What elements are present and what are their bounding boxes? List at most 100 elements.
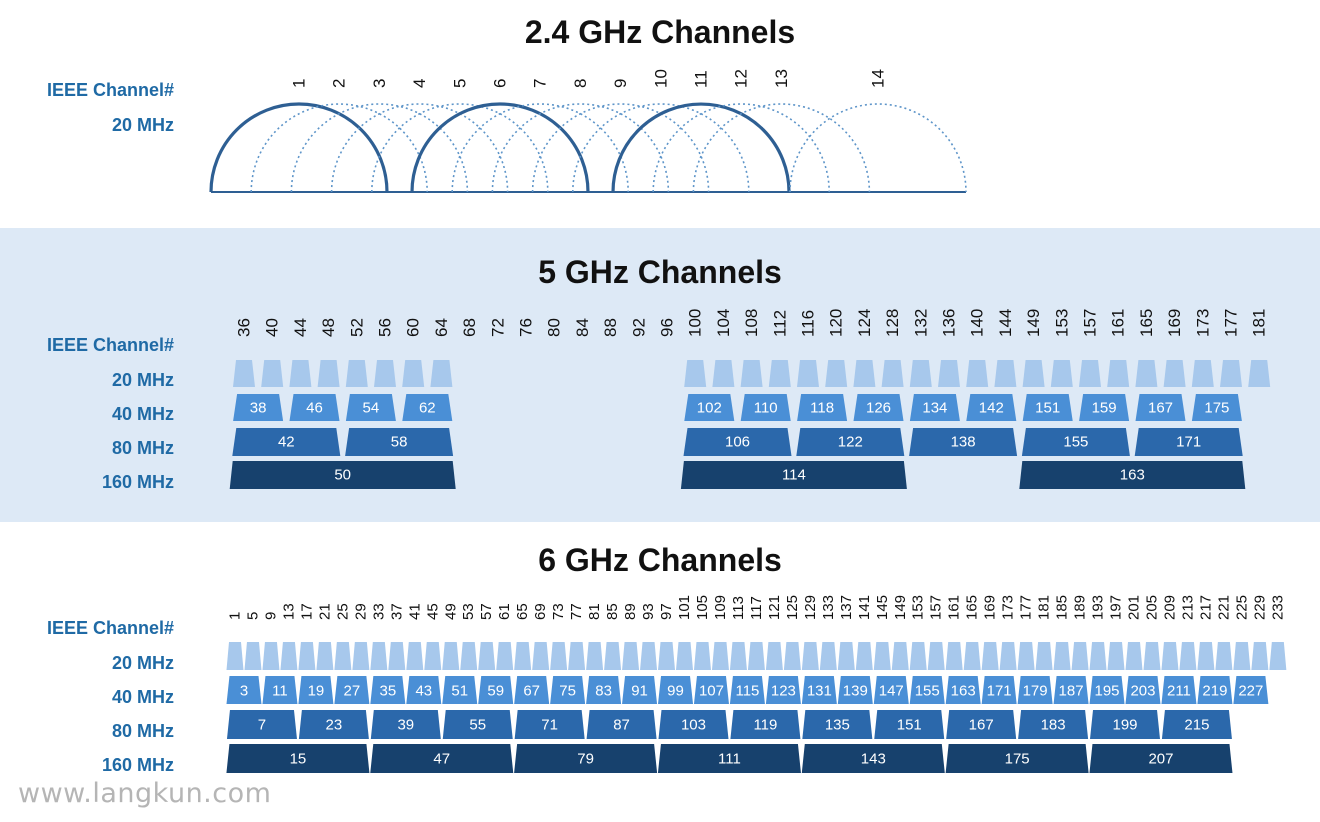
channel-160mhz-block: [514, 744, 658, 773]
channel-80mhz-block: [1161, 710, 1232, 739]
channel-number-label: 44: [291, 318, 310, 337]
channel-number-label: 185: [1054, 595, 1071, 620]
channel-20mhz-block: [640, 642, 658, 670]
channel-arc: [371, 103, 549, 193]
channel-arc: [451, 103, 629, 193]
channel-40mhz-label: 151: [1035, 400, 1060, 417]
channel-20mhz-block: [981, 642, 999, 670]
channel-40mhz-block: [402, 394, 453, 421]
channel-40mhz-block: [966, 394, 1017, 421]
channel-80mhz-label: 119: [753, 717, 777, 734]
title-6ghz: 6 GHz Channels: [538, 542, 782, 578]
channel-40mhz-block: [1017, 676, 1053, 704]
channel-40mhz-label: 62: [419, 400, 436, 417]
channel-20mhz-block: [945, 642, 963, 670]
channel-number-label: 72: [488, 318, 507, 337]
channel-number-label: 116: [799, 310, 818, 337]
channel-number-label: 69: [532, 603, 549, 620]
channel-20mhz-block: [1035, 642, 1053, 670]
channel-number-label: 6: [491, 79, 510, 88]
channel-160mhz-block: [229, 461, 456, 489]
channel-40mhz-block: [945, 676, 981, 704]
channel-number-label: 181: [1250, 309, 1269, 337]
channel-20mhz-block: [478, 642, 496, 670]
channel-40mhz-label: 38: [250, 400, 267, 417]
channel-40mhz-block: [909, 394, 960, 421]
channel-40mhz-block: [693, 676, 729, 704]
channel-20mhz-block: [1143, 642, 1161, 670]
channel-number-label: 120: [827, 309, 846, 337]
channel-160mhz-block: [657, 744, 801, 773]
channel-number-label: 105: [694, 595, 711, 620]
channel-80mhz-block: [232, 428, 341, 456]
channel-40mhz-label: 179: [1023, 683, 1048, 700]
channel-number-label: 40: [263, 318, 282, 337]
channel-80mhz-block: [802, 710, 873, 739]
channel-arc: [250, 103, 428, 193]
channel-40mhz-label: 51: [451, 683, 468, 700]
channel-number-label: 5: [450, 79, 469, 88]
channel-40mhz-label: 110: [754, 400, 778, 417]
channel-number-label: 25: [334, 603, 351, 620]
channel-number-label: 76: [517, 318, 536, 337]
channel-number-label: 161: [1109, 309, 1128, 337]
channel-160mhz-label: 50: [334, 467, 351, 484]
channel-number-label: 101: [676, 595, 693, 620]
channel-20mhz-block: [1269, 642, 1287, 670]
channel-160mhz-block: [680, 461, 907, 489]
channel-number-label: 60: [404, 318, 423, 337]
channel-20mhz-block: [1053, 642, 1071, 670]
watermark: www.langkun.com: [18, 778, 272, 809]
channel-number-label: 61: [496, 603, 513, 620]
channel-number-label: 56: [376, 318, 395, 337]
channel-20mhz-block: [261, 360, 284, 387]
channel-20mhz-block: [927, 642, 945, 670]
channel-80mhz-label: 39: [397, 717, 414, 734]
channel-number-label: 13: [280, 603, 297, 620]
channel-20mhz-block: [352, 642, 370, 670]
channel-80mhz-label: 167: [969, 717, 994, 734]
channel-40mhz-block: [853, 394, 904, 421]
channel-20mhz-block: [370, 642, 388, 670]
channel-40mhz-block: [370, 676, 406, 704]
channel-arc: [531, 103, 710, 193]
channel-arc: [789, 103, 967, 193]
channel-160mhz-label: 207: [1148, 751, 1173, 768]
channel-number-label: 17: [298, 603, 315, 620]
channel-40mhz-block: [1053, 676, 1089, 704]
channel-20mhz-block: [999, 642, 1017, 670]
channel-20mhz-block: [568, 642, 586, 670]
channel-80mhz-block: [586, 710, 657, 739]
channel-40mhz-block: [1191, 394, 1242, 421]
channel-40mhz-block: [765, 676, 801, 704]
channel-40mhz-block: [801, 676, 837, 704]
channel-40mhz-label: 211: [1167, 683, 1191, 700]
channel-80mhz-block: [1018, 710, 1089, 739]
channel-40mhz-label: 83: [595, 683, 612, 700]
channel-number-label: 100: [686, 309, 705, 337]
channel-20mhz-block: [1107, 642, 1125, 670]
channel-80mhz-block: [1134, 428, 1243, 456]
channel-20mhz-block: [1050, 360, 1073, 387]
channel-20mhz-block: [1233, 642, 1251, 670]
channel-40mhz-block: [1079, 394, 1130, 421]
channel-40mhz-label: 91: [631, 683, 648, 700]
channel-40mhz-block: [684, 394, 735, 421]
channel-80mhz-label: 171: [1176, 434, 1201, 451]
channel-160mhz-block: [945, 744, 1089, 773]
channel-40mhz-label: 126: [866, 400, 891, 417]
channel-40mhz-label: 67: [523, 683, 540, 700]
channel-number-label: 169: [982, 595, 999, 620]
channel-number-label: 9: [611, 79, 630, 88]
non-overlapping-channel-arc: [410, 102, 590, 193]
channel-40mhz-label: 102: [697, 400, 722, 417]
channel-80mhz-block: [909, 428, 1018, 456]
channel-20mhz-block: [289, 360, 312, 387]
channel-20mhz-block: [532, 642, 550, 670]
channel-80mhz-label: 42: [278, 434, 295, 451]
channel-20mhz-block: [1220, 360, 1242, 387]
channel-20mhz-block: [233, 360, 255, 387]
channel-number-label: 117: [748, 596, 765, 620]
channel-20mhz-block: [966, 360, 989, 387]
channel-40mhz-label: 123: [771, 683, 796, 700]
